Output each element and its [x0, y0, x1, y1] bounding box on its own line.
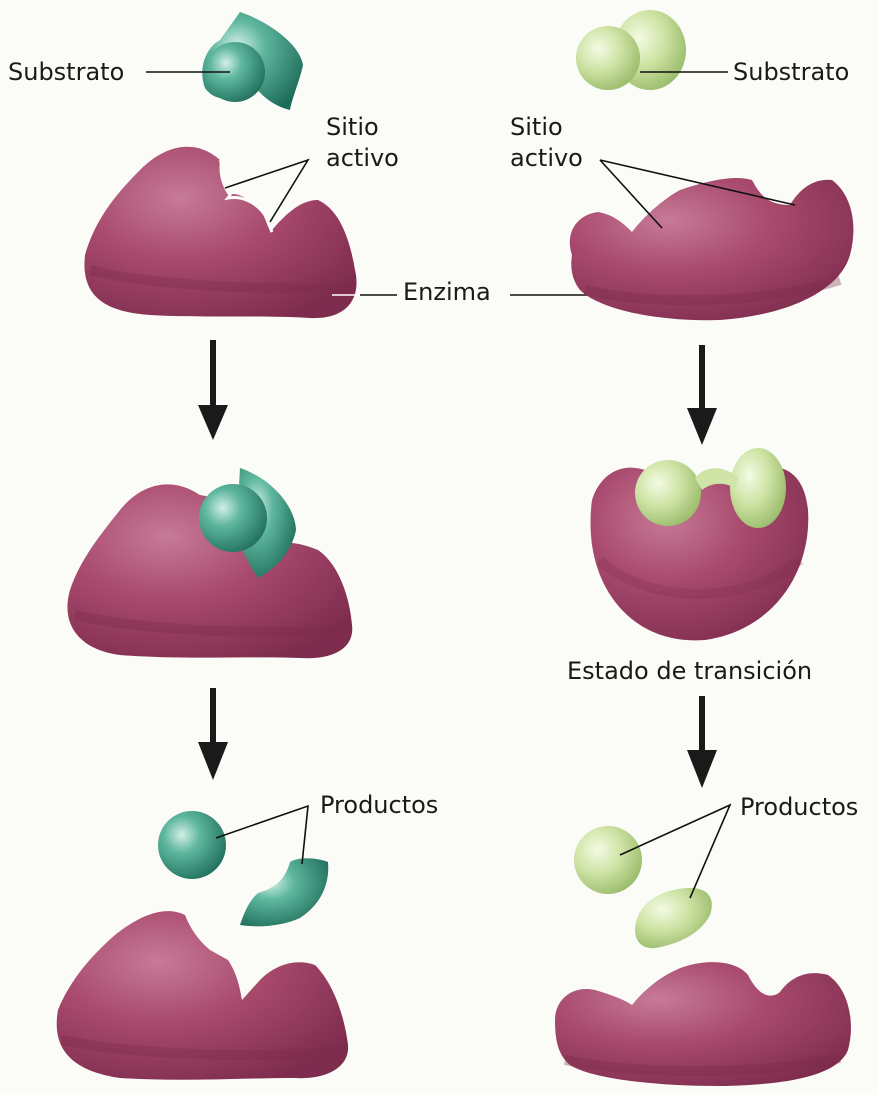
product-sphere-right	[574, 826, 642, 894]
arrow-down-icon	[198, 688, 228, 780]
products-leader-left	[216, 806, 308, 864]
transition-state-label: Estado de transición	[567, 657, 812, 685]
product-sphere-left	[158, 811, 226, 879]
active-site-label-right-2: activo	[510, 144, 583, 172]
product-bean-right	[635, 888, 712, 948]
substrate-left	[202, 12, 303, 110]
products-label-right: Productos	[740, 793, 858, 821]
arrow-down-icon	[198, 340, 228, 440]
substrate-label-left: Substrato	[8, 58, 124, 86]
substrate-label-right: Substrato	[733, 58, 849, 86]
induced-fit-model: Substrato Sitio activo Estado de transic…	[510, 10, 858, 1086]
lock-key-model: Substrato Sitio activo Enzima	[8, 12, 622, 1080]
active-site-label-right-1: Sitio	[510, 113, 563, 141]
arrow-down-icon	[687, 345, 717, 445]
active-site-label-left-1: Sitio	[326, 113, 379, 141]
active-site-label-left-2: activo	[326, 144, 399, 172]
arrow-down-icon	[687, 696, 717, 788]
enzyme-label: Enzima	[403, 278, 491, 306]
products-label-left: Productos	[320, 791, 438, 819]
product-piece-left	[240, 858, 328, 926]
substrate-right	[576, 10, 686, 90]
